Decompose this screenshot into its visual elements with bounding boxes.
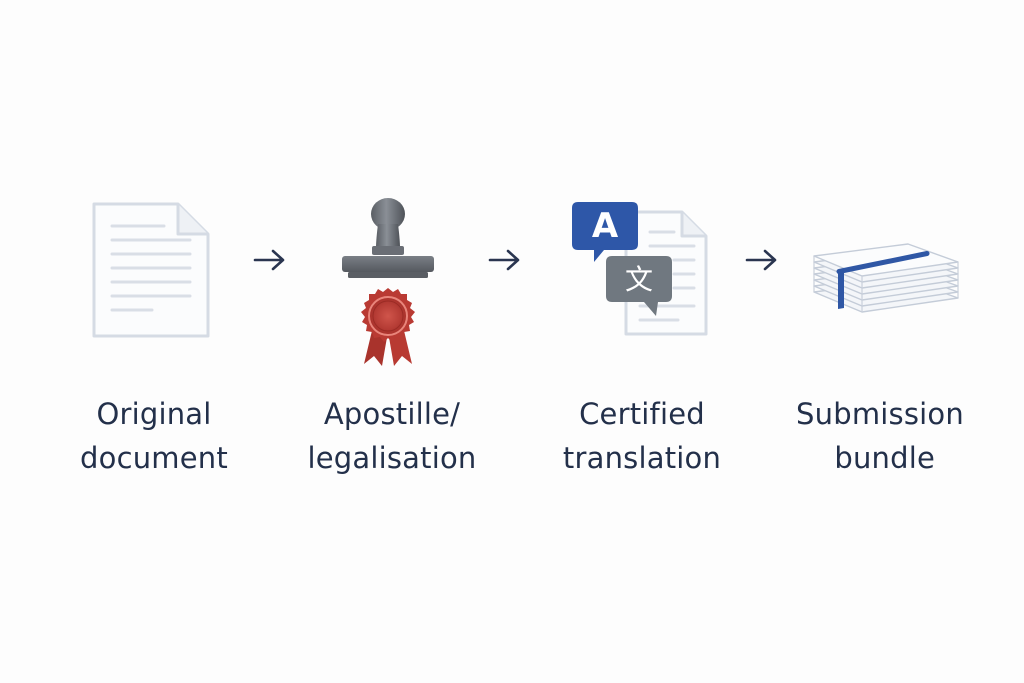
step-label-apostille: Apostille/ legalisation bbox=[307, 397, 477, 475]
paper-stack-icon bbox=[813, 243, 959, 313]
step-label-original: Original document bbox=[80, 397, 228, 475]
stamp-seal-icon bbox=[342, 198, 434, 366]
cjk-glyph: 文 bbox=[624, 263, 653, 296]
translation-icon: A 文 bbox=[568, 196, 714, 340]
arrow-right-icon bbox=[745, 249, 777, 271]
arrow-right-icon bbox=[488, 249, 520, 271]
document-icon bbox=[92, 202, 210, 338]
step-label-bundle: Submission bundle bbox=[796, 397, 964, 475]
latin-glyph: A bbox=[591, 206, 619, 246]
arrow-right-icon bbox=[253, 249, 285, 271]
step-label-translation: Certified translation bbox=[562, 397, 722, 475]
